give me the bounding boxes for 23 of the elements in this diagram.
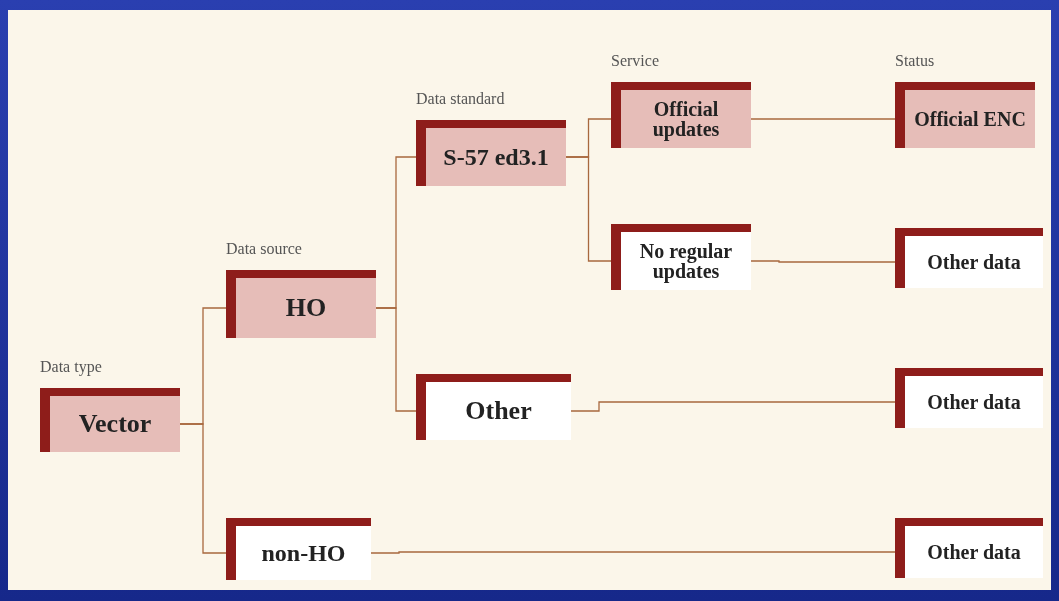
category-label: Other data (927, 542, 1021, 562)
connector-line (565, 156, 612, 262)
connector-line (750, 260, 896, 263)
category-label: Official ENC (914, 109, 1026, 129)
category-label: S-57 ed3.1 (443, 145, 549, 169)
connector-line (750, 118, 896, 120)
category-label: Other data (927, 252, 1021, 272)
category-label: HO (285, 295, 327, 321)
category-label: Other data (927, 392, 1021, 412)
connector-line (570, 401, 896, 412)
heading-label: Data standard (416, 90, 505, 108)
category-label: Vector (78, 411, 152, 437)
connector-line (179, 423, 227, 554)
connector-line (370, 551, 896, 554)
connector-line (375, 307, 417, 412)
heading-label: Data type (40, 358, 102, 376)
heading-label: Service (611, 52, 659, 70)
category-label: non-HO (261, 541, 346, 565)
category-label: No regular updates (638, 241, 734, 281)
category-label: Official updates (651, 99, 721, 139)
category-label: Other (465, 398, 532, 424)
heading-label: Status (895, 52, 935, 70)
heading-label: Data source (226, 240, 302, 258)
